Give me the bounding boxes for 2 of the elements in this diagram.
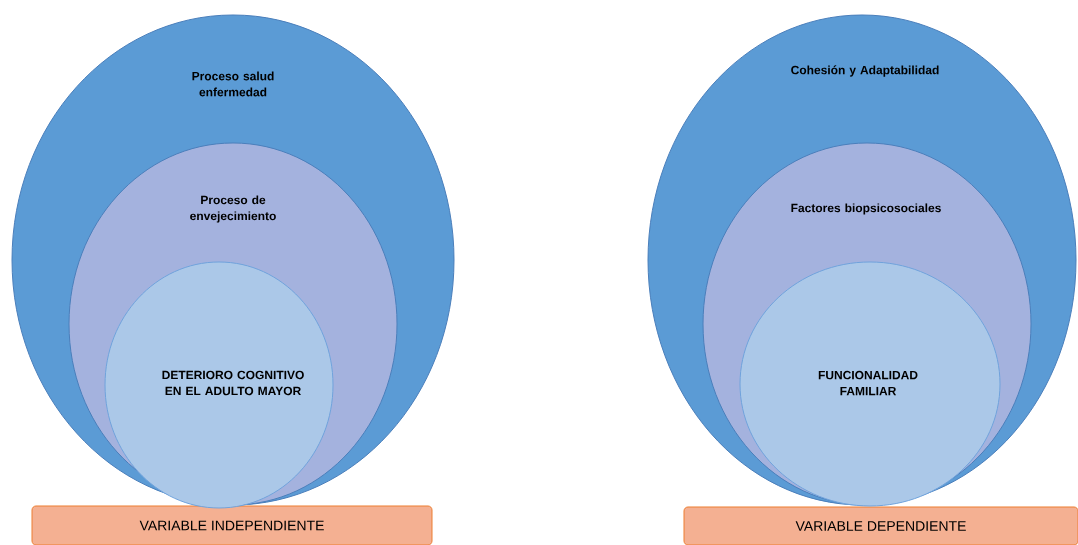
variable-box: VARIABLE DEPENDIENTE [683, 506, 1078, 545]
variable-box: VARIABLE INDEPENDIENTE [31, 505, 433, 545]
